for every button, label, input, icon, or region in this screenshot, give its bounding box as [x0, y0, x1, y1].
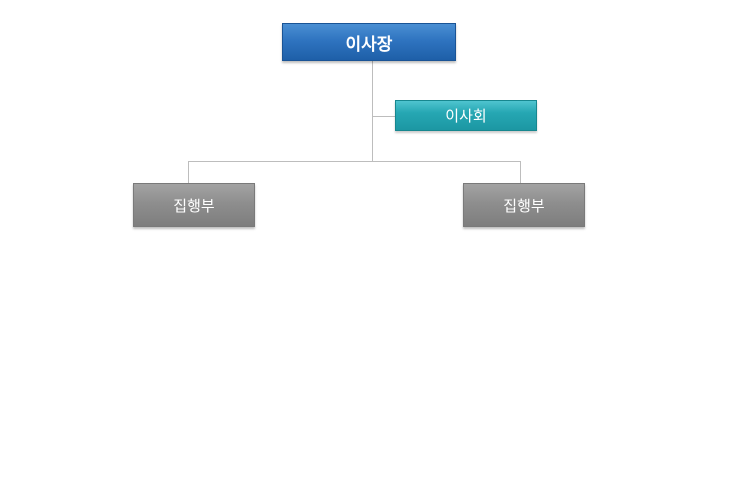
board-label: 이사회	[445, 107, 487, 125]
executive-node-right[interactable]: 집행부	[463, 183, 585, 227]
chairman-label: 이사장	[345, 34, 393, 55]
board-node[interactable]: 이사회	[395, 100, 537, 131]
chairman-node[interactable]: 이사장	[282, 23, 456, 61]
executive-label-right: 집행부	[503, 196, 545, 215]
executive-label-left: 집행부	[173, 196, 215, 215]
executive-node-left[interactable]: 집행부	[133, 183, 255, 227]
